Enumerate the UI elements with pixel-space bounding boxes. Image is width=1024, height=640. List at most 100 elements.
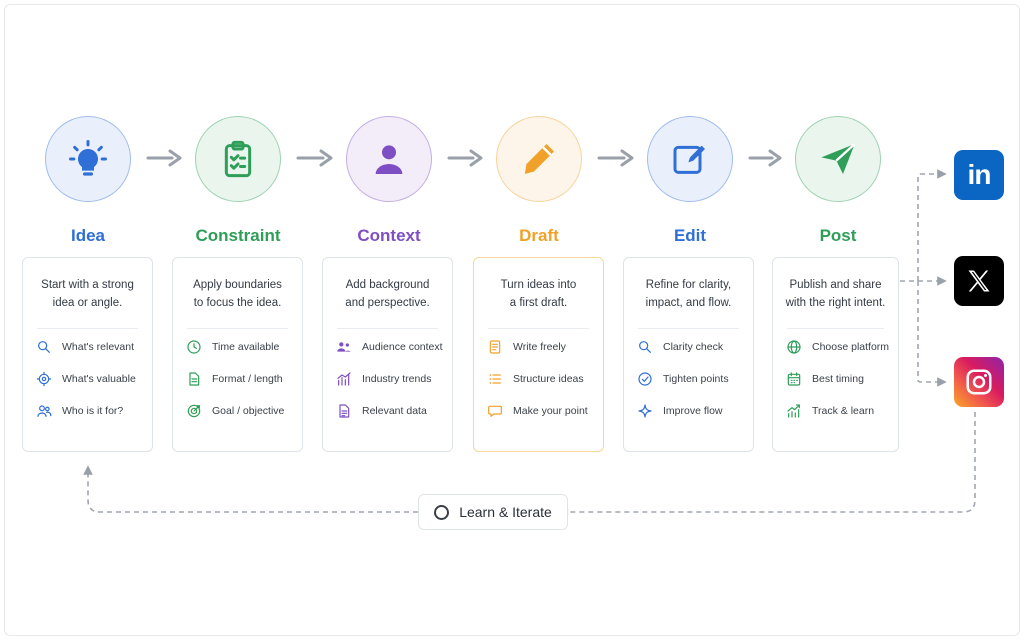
growth-chart-icon xyxy=(786,403,802,419)
trend-chart-icon xyxy=(337,372,351,386)
stage-item[interactable]: Format / length xyxy=(186,369,296,389)
stage-item[interactable]: Clarity check xyxy=(637,337,747,357)
linkedin-icon[interactable]: in xyxy=(954,150,1004,200)
stage-item[interactable]: Best timing xyxy=(786,369,892,389)
stage-item-label: Tighten points xyxy=(663,373,729,385)
description-line: Publish and share xyxy=(789,279,882,291)
stage-title: Edit xyxy=(673,226,707,245)
pencil-icon xyxy=(524,144,554,174)
description-line: Add background xyxy=(345,279,430,291)
stage-item[interactable]: Relevant data xyxy=(336,401,446,421)
target-icon xyxy=(36,371,52,387)
search-icon xyxy=(38,341,50,353)
trend-chart-icon xyxy=(336,371,352,387)
clock-icon xyxy=(186,339,202,355)
description-line: Turn ideas into xyxy=(500,279,577,291)
stage-item-label: What's relevant xyxy=(62,341,135,353)
goal-target-icon xyxy=(186,403,202,419)
description-line: with the right intent. xyxy=(785,297,886,309)
stage-item[interactable]: Track & learn xyxy=(786,401,892,421)
stage-item[interactable]: Time available xyxy=(186,337,296,357)
stage-item-label: Choose platform xyxy=(812,341,890,353)
speech-bubble-icon xyxy=(488,405,502,417)
sparkle-icon xyxy=(638,404,652,418)
stage-card: Publish and share with the right intent. C… xyxy=(772,257,899,452)
notepad-icon xyxy=(489,340,501,354)
clipboard-checklist-icon xyxy=(224,140,252,178)
stage-title: Context xyxy=(357,226,421,245)
description-line: Refine for clarity, xyxy=(645,279,732,291)
stage-item[interactable]: Tighten points xyxy=(637,369,747,389)
stage-item[interactable]: Improve flow xyxy=(637,401,747,421)
edit-square-icon xyxy=(673,145,705,174)
stage-item[interactable]: Choose platform xyxy=(786,337,892,357)
stage-item-label: Audience context xyxy=(362,341,443,353)
instagram-logo xyxy=(966,369,992,395)
x-logo xyxy=(968,270,990,292)
stage-item[interactable]: Write freely xyxy=(487,337,597,357)
globe-icon xyxy=(787,340,801,354)
stage-item[interactable]: Structure ideas xyxy=(487,369,597,389)
stage-item[interactable]: Who is it for? xyxy=(36,401,146,421)
stage-item[interactable]: What's relevant xyxy=(36,337,146,357)
check-circle-icon xyxy=(637,371,653,387)
notepad-icon xyxy=(487,339,503,355)
stage-item[interactable]: Audience context xyxy=(336,337,446,357)
learn-iterate-button[interactable]: Learn & Iterate xyxy=(418,494,568,530)
stage-icon-circle[interactable] xyxy=(45,116,131,202)
stage-item[interactable]: Make your point xyxy=(487,401,597,421)
instagram-icon[interactable] xyxy=(954,357,1004,407)
stage-item[interactable]: What's valuable xyxy=(36,369,146,389)
x-icon[interactable] xyxy=(954,256,1004,306)
stage-item-label: Format / length xyxy=(212,373,283,385)
stage-description: Add background and perspective. xyxy=(333,276,442,312)
target-icon xyxy=(36,371,52,387)
learn-iterate-label: Learn & Iterate xyxy=(459,504,552,520)
users-icon xyxy=(37,405,52,417)
stage-item-label: Write freely xyxy=(513,341,566,353)
description-line: and perspective. xyxy=(345,297,430,309)
stage-item[interactable]: Goal / objective xyxy=(186,401,296,421)
calendar-icon xyxy=(786,371,802,387)
paper-plane-icon xyxy=(821,143,856,174)
stage-title: Constraint xyxy=(195,226,281,245)
goal-target-icon xyxy=(187,404,201,418)
stage-description: Publish and share with the right intent. xyxy=(783,276,888,312)
loop-circle-icon xyxy=(434,504,450,520)
search-icon xyxy=(639,341,651,353)
data-document-icon xyxy=(336,403,352,419)
globe-icon xyxy=(786,339,802,355)
card-divider xyxy=(787,328,884,329)
growth-chart-icon xyxy=(787,404,800,418)
stage-icon-circle[interactable] xyxy=(496,116,582,202)
stage-item-label: Industry trends xyxy=(362,373,432,385)
card-divider xyxy=(488,328,589,329)
search-icon xyxy=(36,339,52,355)
stage-icon-circle[interactable] xyxy=(195,116,281,202)
stage-item-label: Who is it for? xyxy=(62,405,124,417)
list-icon xyxy=(489,374,501,384)
description-line: Start with a strong xyxy=(41,279,134,291)
card-divider xyxy=(187,328,288,329)
sparkle-icon xyxy=(637,403,653,419)
stage-description: Refine for clarity, impact, and flow. xyxy=(634,276,743,312)
stage-item-label: Goal / objective xyxy=(212,405,285,417)
stage-item-label: Time available xyxy=(212,341,280,353)
description-line: impact, and flow. xyxy=(645,297,732,309)
stage-icon-circle[interactable] xyxy=(795,116,881,202)
stage-icon-circle[interactable] xyxy=(647,116,733,202)
stage-item-label: Improve flow xyxy=(663,405,723,417)
description-line: Apply boundaries xyxy=(193,279,282,291)
stage-card: Add background and perspective. Audience c… xyxy=(322,257,453,452)
stage-item-label: Make your point xyxy=(513,405,588,417)
card-divider xyxy=(638,328,739,329)
stage-item[interactable]: Industry trends xyxy=(336,369,446,389)
stage-icon-circle[interactable] xyxy=(346,116,432,202)
stage-item-label: Best timing xyxy=(812,373,864,385)
check-circle-icon xyxy=(638,372,652,386)
stage-title: Post xyxy=(819,226,857,245)
lightbulb-icon xyxy=(69,140,107,176)
